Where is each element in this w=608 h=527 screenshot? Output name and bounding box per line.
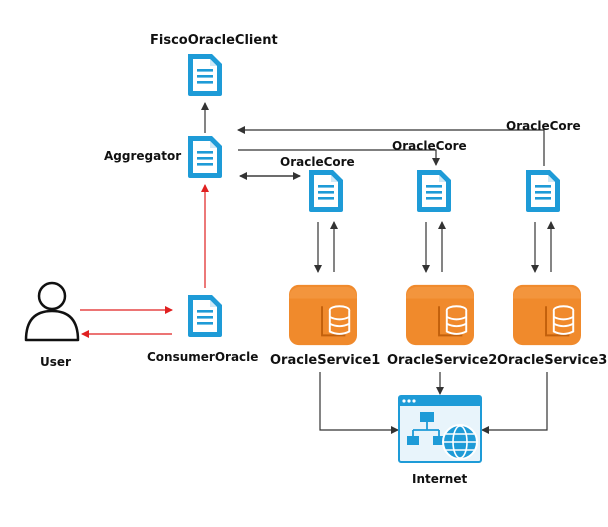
fisco-client-document-icon (188, 54, 222, 96)
oracle-core-1-label: OracleCore (280, 155, 355, 169)
aggregator-to-core2-arrow (238, 149, 440, 166)
oracle-core-3-label: OracleCore (506, 119, 581, 133)
internet-network-globe-icon (398, 395, 482, 463)
fisco-client-label: FiscoOracleClient (150, 33, 278, 48)
oracle-service-2-database-server-icon (406, 284, 474, 346)
consumer-oracle-document-icon (188, 295, 222, 337)
consumer-oracle-label: ConsumerOracle (147, 350, 259, 364)
oracle-service-3-label: OracleService3 (497, 353, 608, 368)
core3-to-aggregator-arrow (237, 126, 545, 166)
oracle-core-3-document-icon (526, 170, 560, 212)
oracle-service-1-label: OracleService1 (270, 353, 381, 368)
oracle-service-3-database-server-icon (513, 284, 581, 346)
aggregator-document-icon (188, 136, 222, 178)
oracle-core-2-label: OracleCore (392, 139, 467, 153)
oracle-core-1-document-icon (309, 170, 343, 212)
aggregator-label: Aggregator (104, 149, 182, 163)
internet-label: Internet (412, 472, 468, 486)
service3-to-internet-arrow (481, 372, 548, 434)
oracle-core-2-document-icon (417, 170, 451, 212)
user-label: User (40, 355, 71, 369)
user-icon (24, 281, 80, 342)
oracle-service-1-database-server-icon (289, 284, 357, 346)
oracle-service-2-label: OracleService2 (387, 353, 498, 368)
service1-to-internet-arrow (319, 372, 399, 434)
